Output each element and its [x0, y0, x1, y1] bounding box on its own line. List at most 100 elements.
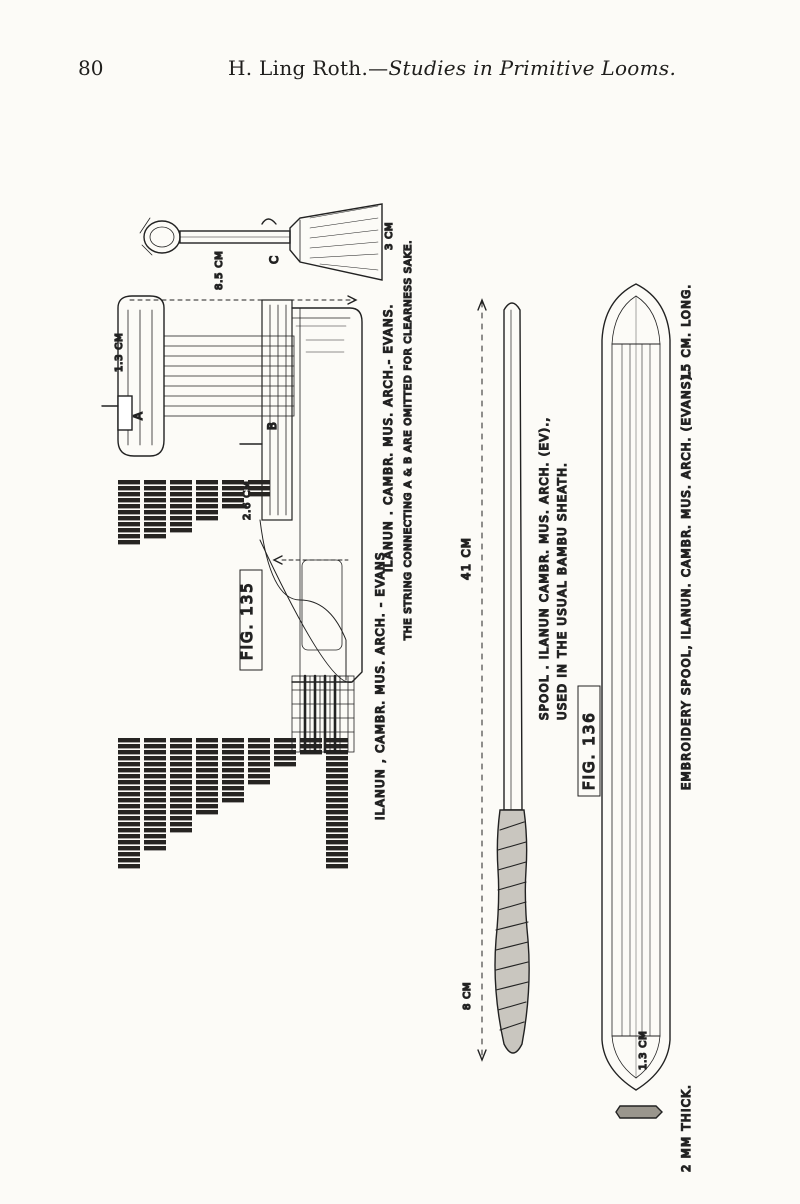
weave-bar	[144, 750, 166, 755]
weave-bar	[144, 534, 166, 539]
weave-bar	[170, 816, 192, 821]
weave-bar	[248, 750, 270, 755]
weave-bar	[144, 816, 166, 821]
weave-bar	[326, 798, 348, 803]
fig-135-label-c: C	[267, 255, 281, 264]
weave-bar	[248, 744, 270, 749]
weave-bar	[222, 780, 244, 785]
weave-bar	[118, 816, 140, 821]
weave-bar	[248, 492, 270, 497]
weave-bar	[144, 840, 166, 845]
weave-bar	[274, 738, 296, 743]
weave-bar	[196, 750, 218, 755]
fig-136-caption-2: USED IN THE USUAL BAMBU SHEATH.	[555, 462, 569, 720]
running-head: H. Ling Roth.—Studies in Primitive Looms…	[228, 56, 677, 80]
weave-bar	[222, 744, 244, 749]
weave-bar	[196, 486, 218, 491]
weave-bar	[118, 756, 140, 761]
weave-bar	[222, 768, 244, 773]
page-number: 80	[78, 56, 104, 80]
weave-bar	[144, 504, 166, 509]
weave-bar	[222, 798, 244, 803]
weave-bar	[222, 774, 244, 779]
weave-bar	[118, 834, 140, 839]
weave-bar	[326, 858, 348, 863]
embroidery-thickness: 2 MM THICK.	[679, 1084, 693, 1172]
weave-bar	[170, 504, 192, 509]
weave-bar	[144, 762, 166, 767]
weave-bar	[326, 840, 348, 845]
weave-bar	[144, 510, 166, 515]
weave-bar	[196, 510, 218, 515]
weave-bar	[118, 522, 140, 527]
weave-bar	[326, 810, 348, 815]
fig-135-dim-top: 3 CM	[384, 222, 395, 250]
fig-136-length: 41 CM	[459, 537, 473, 580]
weave-bar	[196, 792, 218, 797]
weave-bar	[118, 480, 140, 485]
weave-bar	[144, 486, 166, 491]
weave-bar	[170, 762, 192, 767]
weave-bar	[118, 738, 140, 743]
weave-pattern-bars	[118, 480, 348, 869]
weave-bar	[196, 756, 218, 761]
weave-bar	[118, 864, 140, 869]
weave-bar	[196, 762, 218, 767]
weave-bar	[144, 834, 166, 839]
weave-bar	[196, 768, 218, 773]
weave-bar	[326, 768, 348, 773]
weave-bar	[118, 810, 140, 815]
weave-bar	[300, 738, 322, 743]
weave-bar	[144, 798, 166, 803]
weave-bar	[196, 738, 218, 743]
weave-bar	[118, 750, 140, 755]
weave-grid	[291, 674, 355, 754]
weave-bar	[196, 780, 218, 785]
weave-bar	[196, 744, 218, 749]
fig-135-note: THE STRING CONNECTING A & B ARE OMITTED …	[403, 240, 414, 641]
weave-bar	[170, 774, 192, 779]
weave-bar	[144, 846, 166, 851]
weave-bar	[222, 762, 244, 767]
weave-bar	[248, 486, 270, 491]
weave-bar	[222, 750, 244, 755]
weave-bar	[326, 792, 348, 797]
weave-bar	[222, 504, 244, 509]
weave-bar	[118, 852, 140, 857]
weave-bar	[170, 516, 192, 521]
weave-bar	[118, 828, 140, 833]
fig-135-label-b: B	[265, 421, 279, 430]
weave-bar	[170, 804, 192, 809]
weave-bar	[170, 798, 192, 803]
weave-bar	[170, 828, 192, 833]
weave-bar	[222, 492, 244, 497]
weave-bar	[144, 774, 166, 779]
weave-bar	[144, 528, 166, 533]
weave-bar	[248, 756, 270, 761]
weave-bar	[170, 510, 192, 515]
weave-bar	[170, 480, 192, 485]
author: H. Ling Roth.	[228, 56, 369, 80]
weave-bar	[196, 480, 218, 485]
weave-bar	[144, 498, 166, 503]
pattern-caption: ILANUN , CAMBR. MUS. ARCH. - EVANS	[373, 551, 387, 820]
weave-bar	[170, 780, 192, 785]
weave-bar	[196, 498, 218, 503]
weave-bar	[170, 498, 192, 503]
fig-136-label: FIG. 136	[580, 711, 598, 790]
weave-bar	[196, 798, 218, 803]
fig-136-spool	[477, 298, 530, 1062]
weave-bar	[118, 846, 140, 851]
weave-bar	[118, 822, 140, 827]
weave-bar	[118, 534, 140, 539]
weave-bar	[118, 840, 140, 845]
weave-bar	[118, 516, 140, 521]
embroidery-spool	[601, 283, 671, 1119]
weave-bar	[196, 804, 218, 809]
weave-bar	[144, 738, 166, 743]
embroidery-width: 1.3 CM	[638, 1031, 649, 1071]
weave-bar	[118, 486, 140, 491]
weave-bar	[300, 744, 322, 749]
weave-bar	[274, 756, 296, 761]
weave-bar	[170, 768, 192, 773]
